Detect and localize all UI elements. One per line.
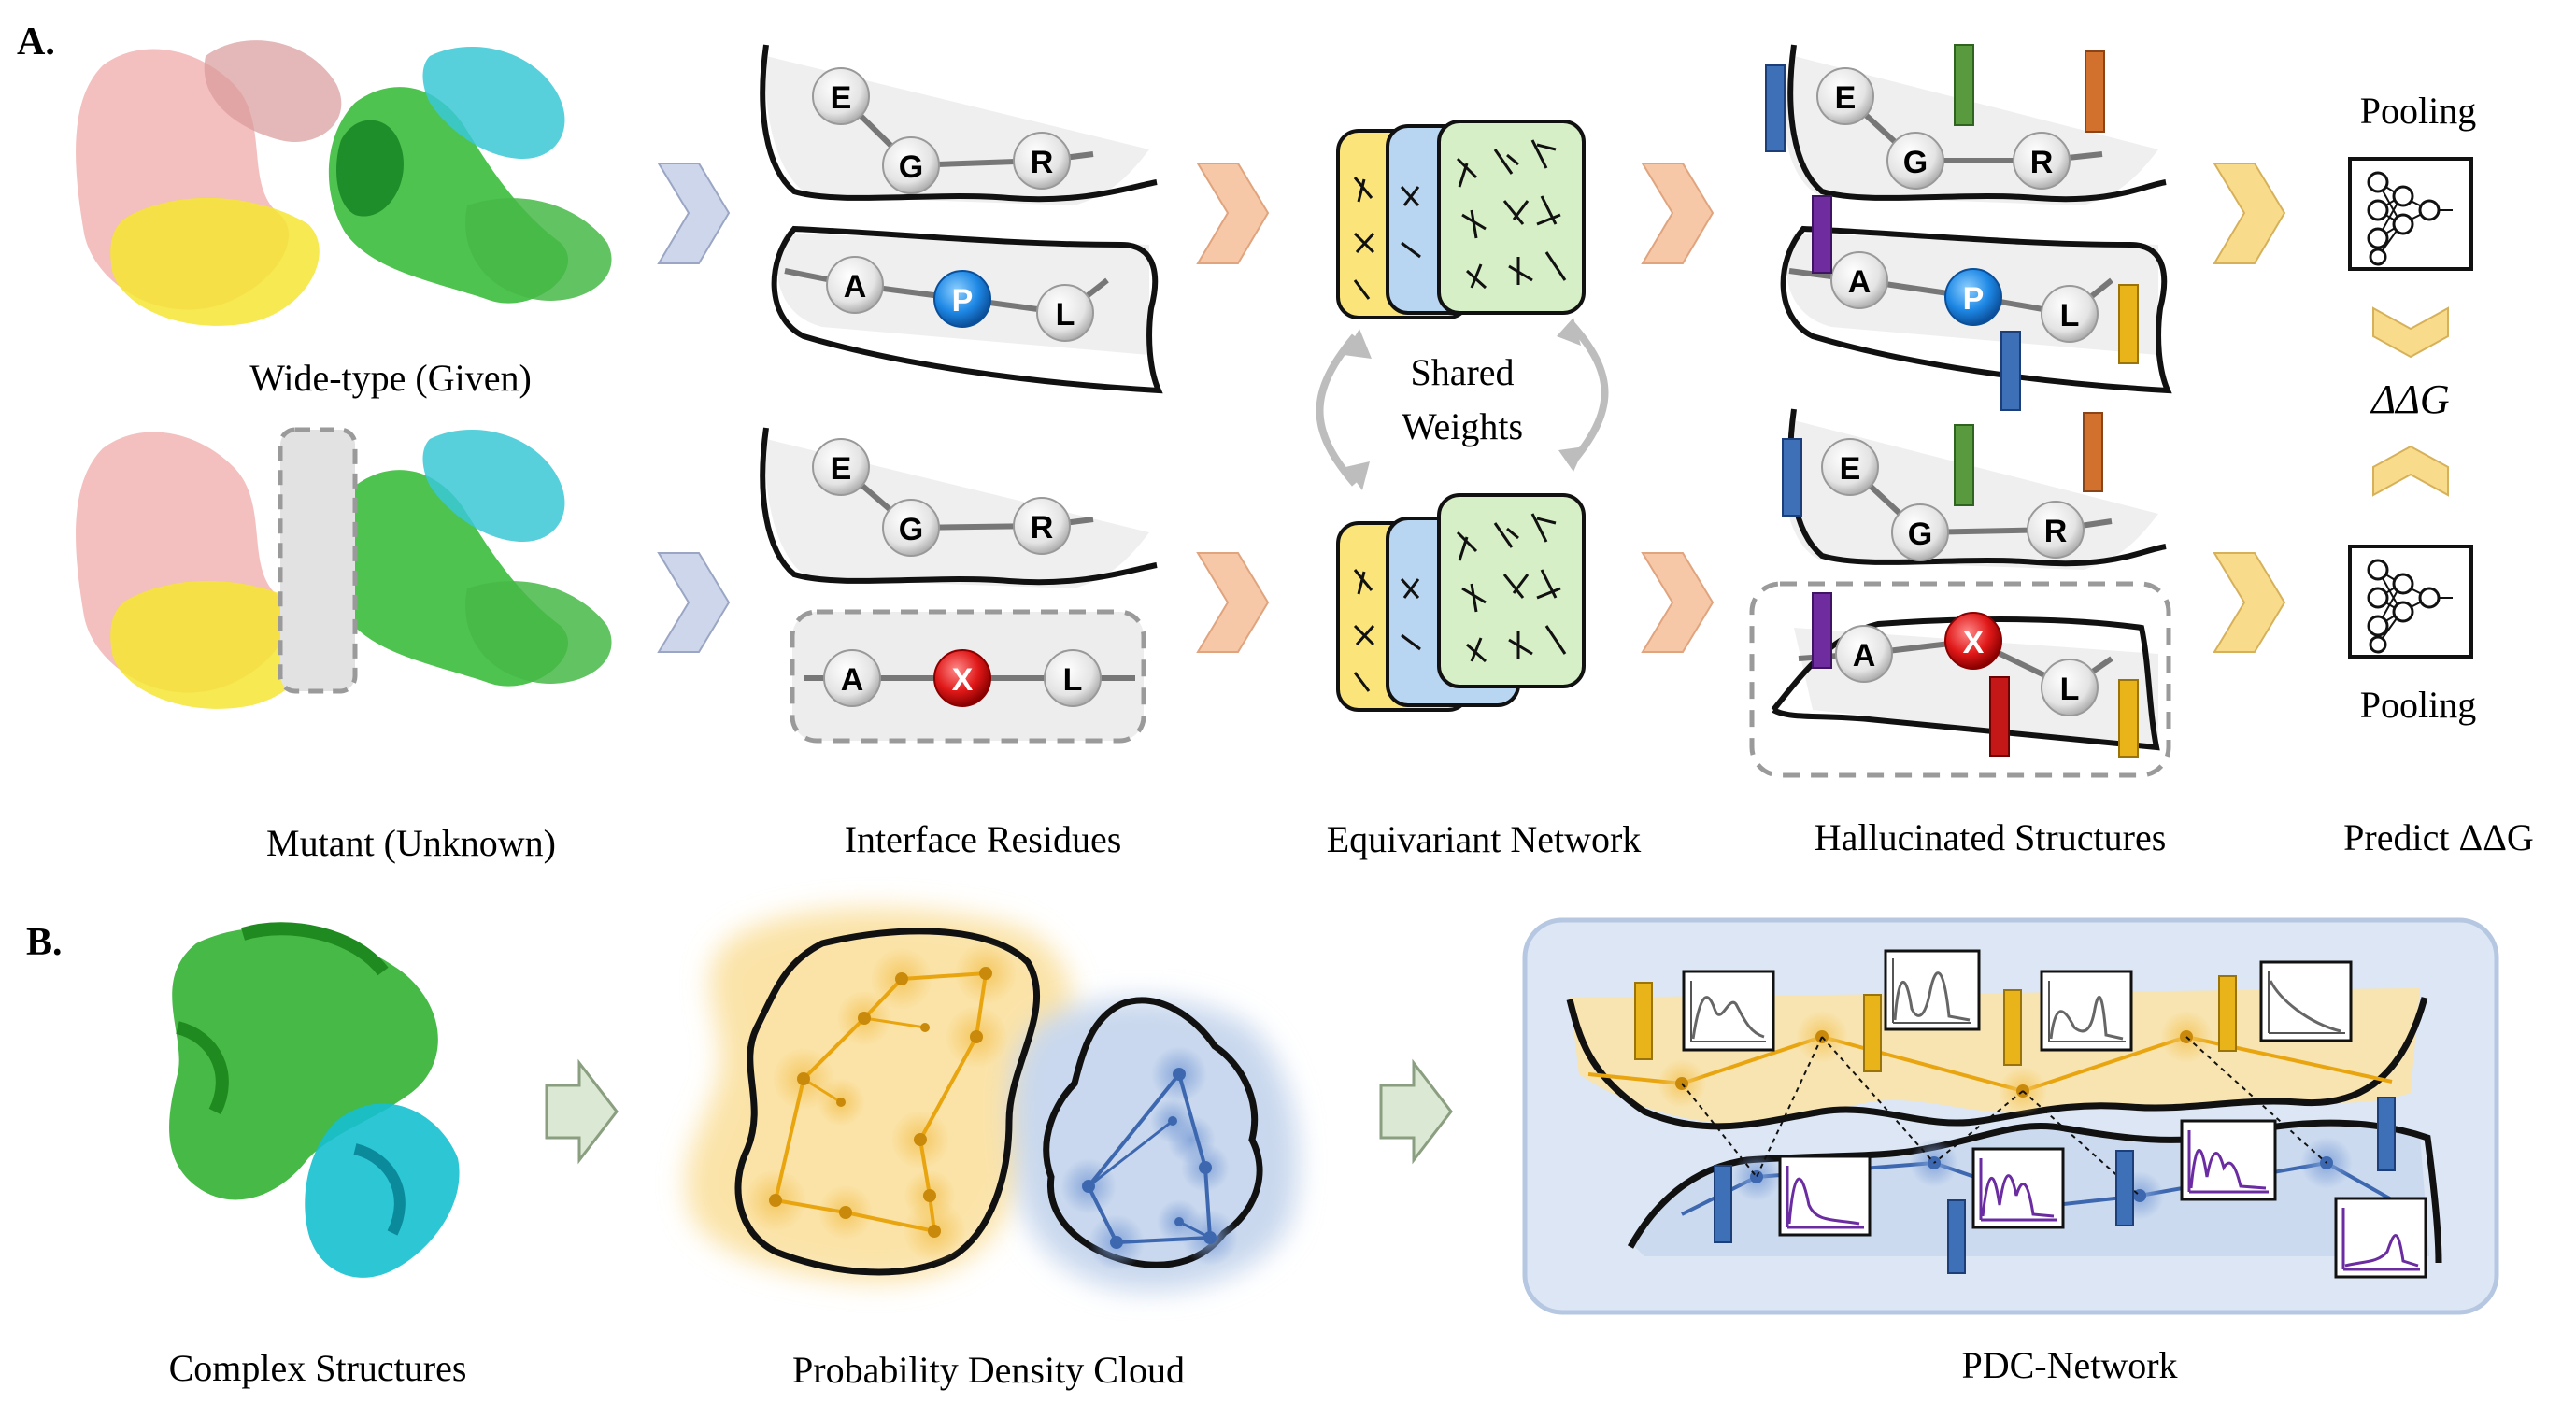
neural-network-icon (2348, 157, 2473, 271)
shared-weights-arrow-left (1316, 333, 1359, 487)
residue-label: E (1840, 451, 1861, 487)
chevron-arrow-icon (2213, 552, 2286, 653)
histogram-plot-icon (1971, 1147, 2065, 1229)
residue-label: R (2044, 514, 2068, 549)
protein-wildtype-caption: Wide-type (Given) (249, 357, 532, 399)
histogram-plot-icon (2334, 1197, 2427, 1279)
chevron-up-icon (2372, 445, 2449, 497)
chevron-arrow-icon (1196, 163, 1270, 264)
caption-pdc-network: PDC-Network (1961, 1344, 2177, 1386)
residue-label: R (1031, 145, 1054, 180)
residue-label: X (1963, 625, 1985, 660)
histogram-plot-icon (1778, 1155, 1872, 1237)
residue-label: E (831, 451, 852, 487)
panel-a-label: A. (17, 21, 55, 64)
shared-weights-label-2: Weights (1402, 405, 1523, 447)
residue-label: R (2030, 145, 2054, 180)
chevron-arrow-icon (1641, 552, 1715, 653)
histogram-plot-icon (2040, 970, 2133, 1052)
residue-label: X (952, 662, 974, 698)
col-label-network: Equivariant Network (1327, 818, 1642, 860)
residue-label: G (1903, 145, 1928, 180)
chevron-down-icon (2372, 306, 2449, 359)
caption-complex: Complex Structures (169, 1347, 467, 1389)
protein-mutant-caption: Mutant (Unknown) (266, 822, 556, 864)
interface-residues-bottom: E G R A X L (760, 427, 1158, 744)
chevron-arrow-icon (657, 552, 731, 653)
interface-residues-top: E G R A P L (760, 44, 1163, 394)
pooling-label-top: Pooling (2360, 90, 2476, 132)
hallucinated-structure-top: E G R A P L (1765, 44, 2172, 411)
residue-label: L (1056, 297, 1075, 333)
hallucinated-structure-bottom: E G R A X L (1749, 408, 2171, 778)
residue-label: L (2060, 672, 2080, 707)
equivariant-network-top (1336, 120, 1586, 319)
shared-weights-arrow-right (1566, 319, 1609, 468)
protein-mutant-cartoon (76, 427, 612, 709)
feature-vector-icon (1765, 44, 2139, 411)
neural-network-icon (2348, 545, 2473, 659)
col-label-hallucinated: Hallucinated Structures (1815, 816, 2167, 858)
residue-label: P (952, 283, 974, 319)
arrow-right-icon (1379, 1058, 1453, 1165)
arrow-right-icon (545, 1058, 619, 1165)
residue-label: G (1908, 517, 1932, 552)
residue-label: P (1963, 281, 1985, 317)
shared-weights-label-1: Shared (1410, 351, 1514, 393)
chevron-arrow-icon (2213, 163, 2286, 264)
chevron-arrow-icon (1641, 163, 1715, 264)
residue-label: A (1848, 264, 1872, 300)
residue-label: R (1031, 510, 1054, 546)
residue-label: A (841, 662, 864, 698)
residue-label: E (1835, 80, 1857, 116)
residue-label: E (831, 80, 852, 116)
panel-b-label: B. (26, 921, 63, 964)
residue-label: G (899, 149, 923, 185)
col-label-predict: Predict ΔΔG (2343, 816, 2534, 858)
chevron-arrow-icon (1196, 552, 1270, 653)
residue-label: A (1853, 638, 1876, 673)
complex-structure-cartoon (169, 922, 460, 1278)
histogram-plot-icon (2180, 1119, 2277, 1201)
residue-label: L (1063, 662, 1083, 698)
histogram-plot-icon (1884, 949, 1981, 1031)
protein-wildtype-cartoon (76, 40, 612, 326)
pooling-label-bottom: Pooling (2360, 684, 2476, 726)
histogram-plot-icon (2259, 960, 2353, 1042)
residue-label: A (844, 269, 867, 305)
col-label-interface: Interface Residues (845, 818, 1122, 860)
residue-label: G (899, 512, 923, 547)
probability-density-cloud (686, 908, 1299, 1292)
histogram-plot-icon (1682, 970, 1775, 1052)
residue-label: L (2060, 298, 2080, 333)
pdc-network-panel (1522, 917, 2499, 1315)
chevron-arrow-icon (657, 163, 731, 264)
ddg-label: ΔΔG (2370, 376, 2449, 422)
equivariant-network-bottom (1336, 493, 1586, 712)
feature-vector-icon (1782, 412, 2139, 758)
caption-pdc: Probability Density Cloud (792, 1349, 1185, 1391)
